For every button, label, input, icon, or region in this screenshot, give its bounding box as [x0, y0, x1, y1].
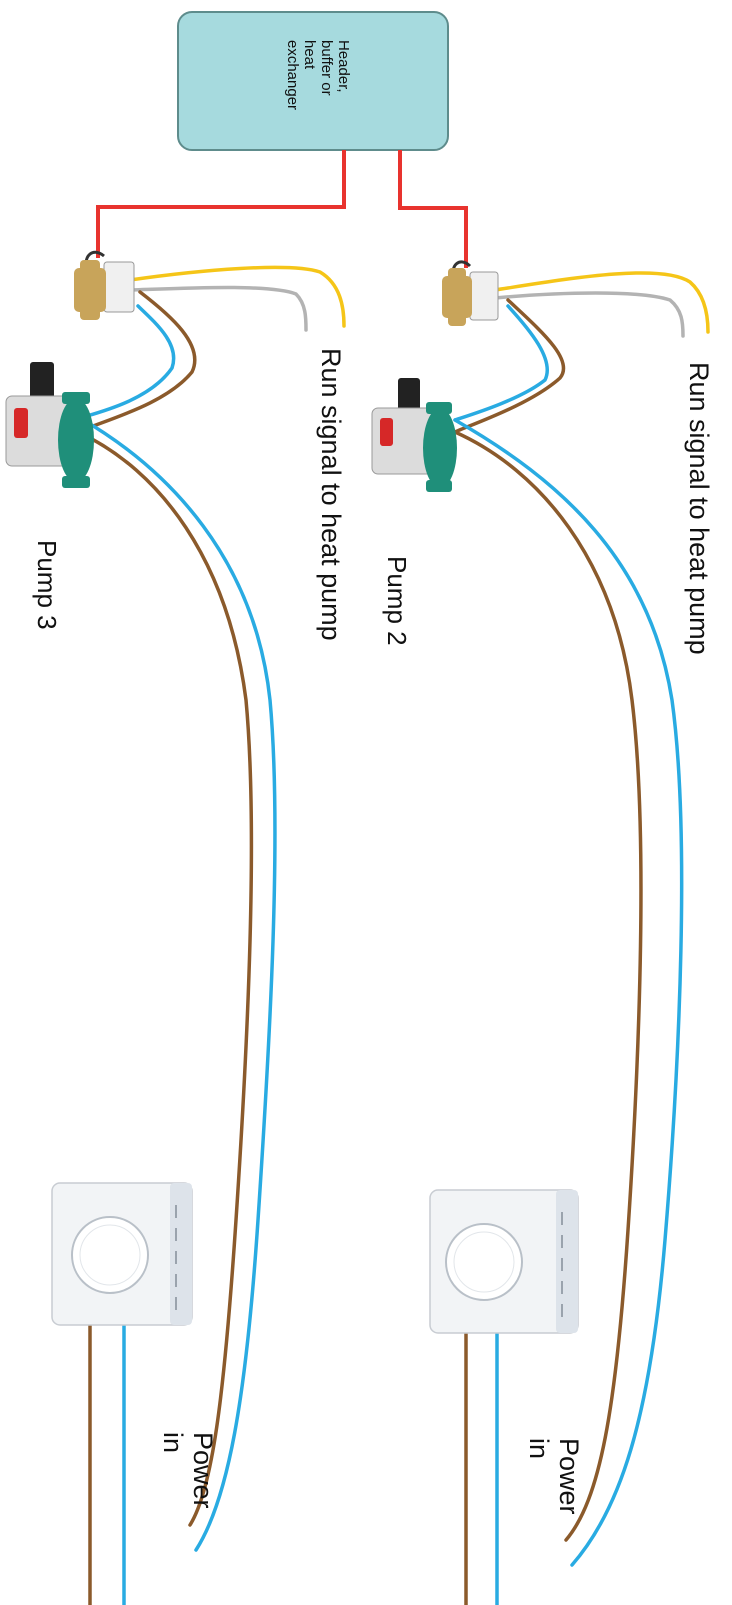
pump-speed-knob-3	[14, 408, 28, 438]
zone-valve-2	[442, 260, 499, 326]
pump-speed-knob-2	[380, 418, 393, 446]
circulator-pump-2	[371, 378, 457, 492]
room-thermostat-3	[51, 1182, 193, 1326]
pump-flange-bottom-2	[426, 480, 452, 492]
signal-wire-yellow-3	[128, 265, 346, 328]
run-signal-label-circuit-3: Run signal to heat pump	[316, 348, 346, 641]
pump-volute-2	[423, 408, 457, 488]
signal-wire-yellow-2	[493, 271, 710, 334]
header-buffer-box	[177, 11, 449, 151]
power-in-label-circuit-3: Power in	[158, 1432, 218, 1509]
live-wire-valve-to-pump-2	[453, 298, 566, 434]
neutral-wire-valve-to-pump-2	[453, 304, 549, 422]
thermostat-dial-ring-2	[453, 1231, 515, 1293]
neutral-wire-pump-to-thermostat-3	[78, 416, 277, 1552]
pump-2-label: Pump 2	[382, 556, 412, 646]
neutral-wire-valve-to-pump-3	[78, 304, 176, 420]
flow-pipes	[96, 150, 468, 268]
power-in-label-circuit-2: Power in	[524, 1438, 584, 1515]
pump-flange-top-3	[62, 392, 90, 404]
live-wire-valve-to-pump-3	[76, 290, 197, 434]
thermostat-dial-3	[71, 1216, 149, 1294]
valve-actuator-3	[103, 261, 135, 313]
circuit-2-wiring	[453, 271, 710, 1605]
neutral-wire-pump-to-thermostat-2	[453, 418, 684, 1567]
circulator-pump-3	[5, 362, 94, 488]
thermostat-side-3	[170, 1183, 192, 1325]
flow-pipe-to-zone-valve-3	[96, 150, 346, 258]
valve-port-3	[80, 260, 100, 320]
zone-valve-3	[74, 250, 135, 320]
room-thermostat-2	[429, 1189, 579, 1334]
thermostat-side-2	[556, 1190, 578, 1333]
valve-actuator-2	[469, 271, 499, 321]
circuit-3-wiring	[76, 265, 346, 1605]
live-wire-pump-to-thermostat-2	[453, 430, 643, 1542]
thermostat-dial-2	[445, 1223, 523, 1301]
pump-3-label: Pump 3	[32, 540, 62, 630]
valve-port-2	[448, 268, 466, 326]
flow-pipe-to-zone-valve-2	[398, 150, 468, 268]
signal-wire-grey-2	[493, 291, 685, 338]
pump-volute-3	[58, 398, 94, 482]
thermostat-dial-ring-3	[79, 1224, 141, 1286]
pump-terminal-box-3	[30, 362, 54, 406]
signal-wire-grey-3	[130, 285, 308, 332]
pump-flange-bottom-3	[62, 476, 90, 488]
run-signal-label-circuit-2: Run signal to heat pump	[684, 362, 714, 655]
pump-flange-top-2	[426, 402, 452, 414]
live-wire-pump-to-thermostat-3	[76, 430, 254, 1527]
header-box-label: Header, buffer or heat exchanger	[284, 40, 352, 111]
